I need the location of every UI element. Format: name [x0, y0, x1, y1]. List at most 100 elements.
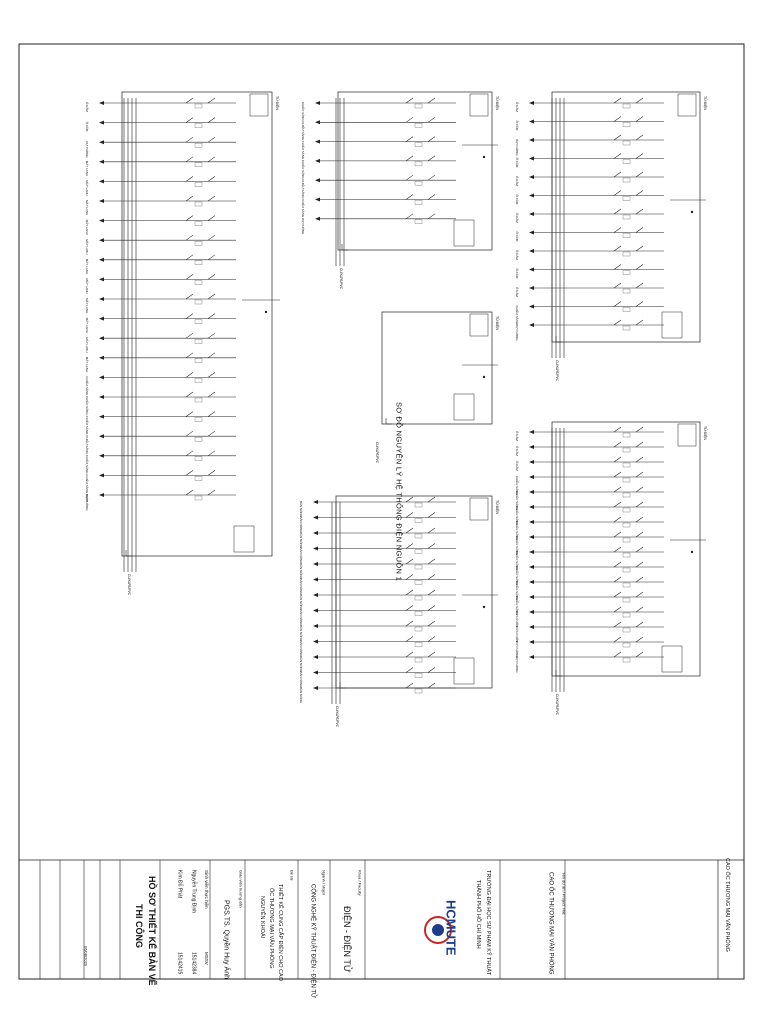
panel-f-row-14-arrow: [529, 640, 534, 644]
panel-f-row-4-switch: [613, 486, 622, 493]
panel-a-rating-box: [233, 525, 255, 553]
issue-date: 06/08/2020: [83, 946, 89, 967]
panel-e-board-label: TỦ ĐIỆN: [495, 500, 500, 514]
panel-a-row-9-switch: [185, 274, 194, 280]
panel-f-row-13-label: CỬA CUỐN: [515, 626, 520, 642]
panel-a-row-3-breaker: [207, 156, 216, 163]
student1-id: 15142384: [190, 952, 197, 975]
panel-e-row-3-breaker: [427, 543, 436, 549]
panel-c-row-4-rating: [622, 177, 631, 183]
panel-b-terminal-dot: [482, 155, 486, 159]
panel-a-row-16-label: CHIẾU SÁNG: [85, 416, 90, 435]
panel-a-terminal-dot: [264, 310, 268, 314]
panel-b-row-3-label: CHIẾU SÁNG: [301, 160, 306, 179]
panel-b-row-3-switch: [405, 155, 414, 162]
panel-b-row-3-arrow: [315, 158, 320, 163]
panel-c-row-6-rating: [622, 214, 631, 220]
panel-e-row-10-rating: [414, 657, 423, 663]
panel-a-row-18-label: CHIẾU SÁNG: [85, 455, 90, 474]
panel-e-row-0-arrow: [313, 500, 318, 504]
panel-a-row-1-label: Ổ CẮM: [85, 122, 90, 132]
panel-c-row-11-switch: [613, 301, 622, 307]
panel-a-row-0-switch: [185, 97, 194, 104]
panel-e-enclosure: [335, 495, 493, 689]
panel-f-row-8-breaker: [635, 546, 644, 553]
panel-a-row-10-label: MÁY LẠNH: [85, 298, 89, 313]
panel-a-row-18-arrow: [99, 453, 104, 458]
panel-a-row-14-arrow: [99, 375, 104, 380]
panel-a-row-11-label: MÁY LẠNH: [85, 318, 89, 333]
panel-e-row-3-arrow: [313, 546, 318, 551]
panel-a-row-8-arrow: [99, 257, 104, 262]
panel-d-ground-symbol: [385, 418, 392, 425]
panel-c-terminal-dot: [690, 210, 694, 214]
panel-a-row-10-breaker: [207, 293, 216, 300]
panel-e-row-1-breaker: [427, 512, 436, 518]
panel-f-row-13-breaker: [635, 621, 644, 628]
university-line2: THÀNH PHỐ HỒ CHÍ MINH: [475, 880, 482, 949]
panel-c-row-8-rating: [622, 251, 631, 257]
panel-a-row-13-rating: [194, 358, 203, 363]
panel-c-row-4-label: Ổ CẮM: [515, 176, 520, 186]
panel-a-row-2-rating: [194, 143, 203, 148]
thesis-label: Đề tài: [289, 870, 295, 881]
panel-b-tag-box: [469, 93, 489, 117]
panel-a-row-0-label: Ổ CẮM: [85, 102, 90, 112]
panel-c-row-2-switch: [613, 134, 622, 141]
panel-a-row-5-rating: [194, 201, 203, 207]
panel-a-row-18-rating: [194, 456, 203, 461]
panel-e-row-12-arrow: [313, 686, 318, 690]
panel-c-tag-box: [677, 93, 697, 117]
panel-f-row-4-label: CHIẾU SÁNG: [515, 491, 520, 510]
panel-c-row-10-rating: [622, 288, 631, 294]
panel-b-row-0-switch: [405, 97, 414, 104]
panel-e-row-7-arrow: [313, 608, 318, 613]
panel-b-row-3-breaker: [427, 155, 436, 162]
panel-a-row-10-arrow: [99, 297, 104, 301]
panel-a-row-13-label: MÁY LẠNH: [85, 357, 89, 372]
panel-e-row-12-label: BÀN NÓNG: [299, 687, 304, 704]
panel-f-row-15-arrow: [529, 655, 534, 659]
panel-c-rating-box: [661, 311, 683, 339]
panel-f-row-12-arrow: [529, 610, 534, 614]
panel-c-row-8-label: Ổ CẮM: [515, 250, 520, 260]
panel-a-row-16-switch: [185, 411, 194, 417]
panel-e-row-10-breaker: [427, 651, 436, 658]
panel-e-row-5-breaker: [427, 574, 436, 580]
panel-e-row-4-rating: [414, 564, 423, 570]
panel-e-row-2-arrow: [313, 531, 318, 535]
panel-a-row-19-label: CHIẾU SÁNG KHẨN: [85, 474, 90, 502]
panel-a-row-19-switch: [185, 470, 194, 476]
panel-e-row-9-label: BÀN NÓNG: [299, 641, 304, 658]
panel-a-row-4-label: MÁY LẠNH: [85, 180, 89, 195]
panel-c-row-10-switch: [613, 282, 622, 289]
panel-a-row-7-breaker: [207, 234, 216, 241]
project-name: CAO ỐC THƯƠNG MẠI VĂN PHÒNG: [547, 872, 554, 975]
panel-a-row-12-switch: [185, 332, 194, 339]
panel-a-row-18-switch: [185, 450, 194, 457]
panel-f-row-11-rating: [622, 597, 631, 603]
panel-c-row-3-switch: [613, 153, 622, 159]
panel-e-row-2-breaker: [427, 527, 436, 534]
panel-b-row-1-label: CHIẾU SÁNG: [301, 121, 306, 140]
panel-f-row-4-rating: [622, 492, 631, 498]
panel-f-row-8-arrow: [529, 550, 534, 554]
panel-a-row-9-label: MÁY LẠNH: [85, 278, 89, 293]
logo-wordmark: HCMUTE: [443, 900, 459, 956]
panel-e-row-10-arrow: [313, 655, 318, 659]
panel-c-row-7-breaker: [635, 227, 644, 233]
panel-c-row-11-breaker: [635, 301, 644, 307]
panel-a-enclosure: [121, 91, 273, 557]
panel-e-row-8-switch: [405, 620, 414, 627]
panel-a-row-7-label: MÁY LẠNH: [85, 239, 89, 254]
panel-a-row-0-breaker: [207, 97, 216, 104]
panel-e-row-2-rating: [414, 533, 423, 539]
panel-a-row-1-switch: [185, 117, 194, 123]
panel-e-row-6-label: BÀN NÓNG: [299, 594, 304, 611]
panel-b-row-1-rating: [414, 123, 423, 128]
panel-f-row-12-label: CỬA CUỐN: [515, 611, 520, 627]
panel-a-row-12-rating: [194, 339, 203, 344]
panel-a-row-17-switch: [185, 430, 194, 437]
panel-a-row-3-arrow: [99, 159, 104, 164]
panel-e-row-5-switch: [405, 574, 414, 580]
